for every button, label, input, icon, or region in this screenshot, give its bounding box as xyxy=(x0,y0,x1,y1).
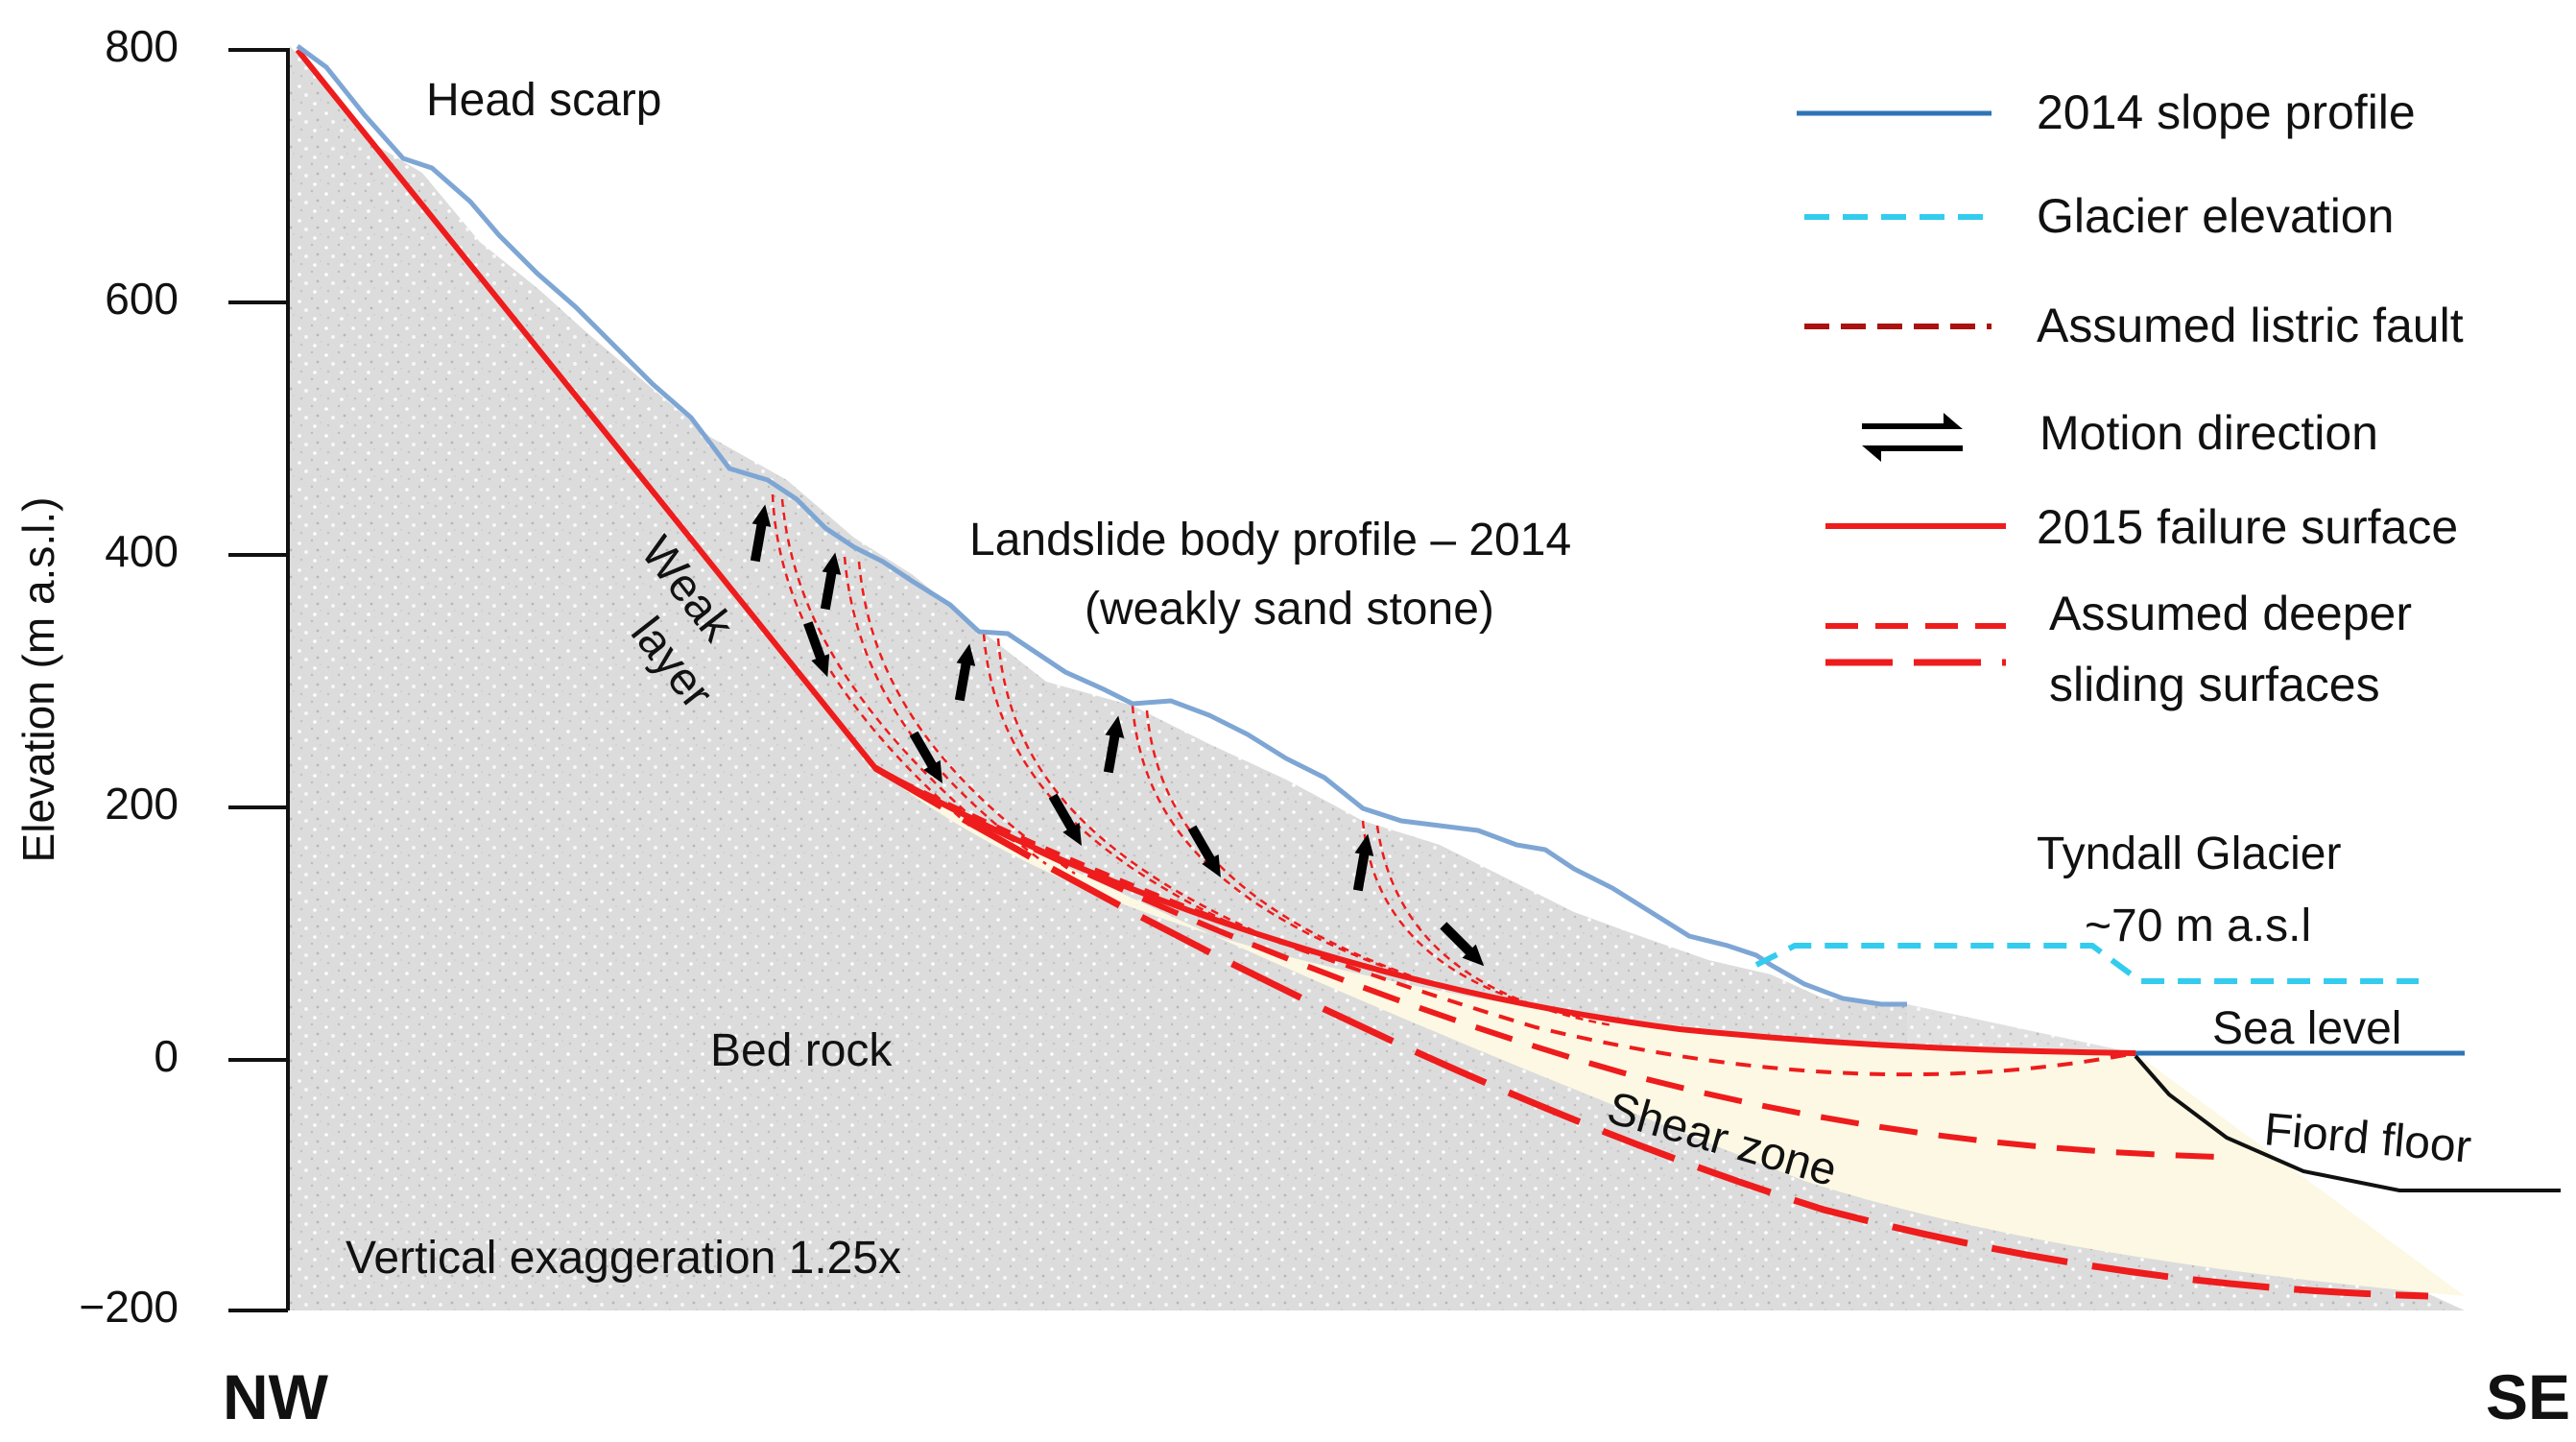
label-landslide-body-2: (weakly sand stone) xyxy=(1085,584,1494,635)
y-axis-tick-labels: 800 600 400 200 0 −200 xyxy=(79,21,179,1332)
sky-mask xyxy=(290,38,2465,1004)
slope-profile-2014 xyxy=(296,43,1907,1007)
glacier-elevation-line xyxy=(1754,943,2419,984)
legend-item-motion-direction: Motion direction xyxy=(1862,406,2378,462)
legend-item-slope-profile: 2014 slope profile xyxy=(1797,85,2416,139)
y-axis-label: Elevation (m a.s.l.) xyxy=(13,497,63,863)
motion-direction-icon xyxy=(1862,413,1963,462)
y-tick-0: 0 xyxy=(154,1031,179,1081)
legend-label-motion-direction: Motion direction xyxy=(2039,406,2378,460)
deeper-sliding-surface-inner xyxy=(874,766,2136,1077)
legend-label-deeper-surfaces-2: sliding surfaces xyxy=(2049,658,2380,711)
y-tick-600: 600 xyxy=(105,274,179,324)
bedrock-fill xyxy=(288,46,2465,1310)
label-sea-level: Sea level xyxy=(2212,1003,2401,1054)
label-vertical-exaggeration: Vertical exaggeration 1.25x xyxy=(346,1233,901,1284)
direction-se: SE xyxy=(2486,1361,2570,1432)
y-tick-200: 200 xyxy=(105,779,179,829)
legend-item-deeper-surfaces: Assumed deeper sliding surfaces xyxy=(1825,587,2412,711)
direction-nw: NW xyxy=(223,1361,329,1432)
y-tick-400: 400 xyxy=(105,526,179,576)
deeper-sliding-surface-long-dash xyxy=(873,764,2429,1300)
label-bed-rock: Bed rock xyxy=(710,1025,893,1076)
legend: 2014 slope profile Glacier elevation Ass… xyxy=(1797,85,2464,711)
label-tyndall-glacier-1: Tyndall Glacier xyxy=(2037,829,2341,879)
sliding-block-fill xyxy=(875,574,2135,1053)
y-tick-minus-200: −200 xyxy=(79,1282,179,1332)
legend-label-listric-fault: Assumed listric fault xyxy=(2037,299,2464,352)
y-tick-800: 800 xyxy=(105,21,179,71)
label-head-scarp: Head scarp xyxy=(426,75,661,126)
legend-item-failure-surface: 2015 failure surface xyxy=(1825,500,2458,554)
legend-label-deeper-surfaces-1: Assumed deeper xyxy=(2049,587,2412,640)
failure-surface-2015 xyxy=(295,48,2136,1056)
label-tyndall-glacier-2: ~70 m a.s.l xyxy=(2085,901,2311,951)
fiord-floor-line xyxy=(2134,1054,2561,1192)
legend-item-listric-fault: Assumed listric fault xyxy=(1804,299,2464,352)
legend-label-slope-profile: 2014 slope profile xyxy=(2037,85,2416,139)
legend-item-glacier: Glacier elevation xyxy=(1804,189,2394,243)
legend-label-glacier: Glacier elevation xyxy=(2037,189,2394,243)
label-landslide-body-1: Landslide body profile – 2014 xyxy=(969,515,1571,565)
legend-label-failure-surface: 2015 failure surface xyxy=(2037,500,2458,554)
y-axis xyxy=(228,48,290,1312)
landslide-body-fill xyxy=(875,768,2465,1296)
